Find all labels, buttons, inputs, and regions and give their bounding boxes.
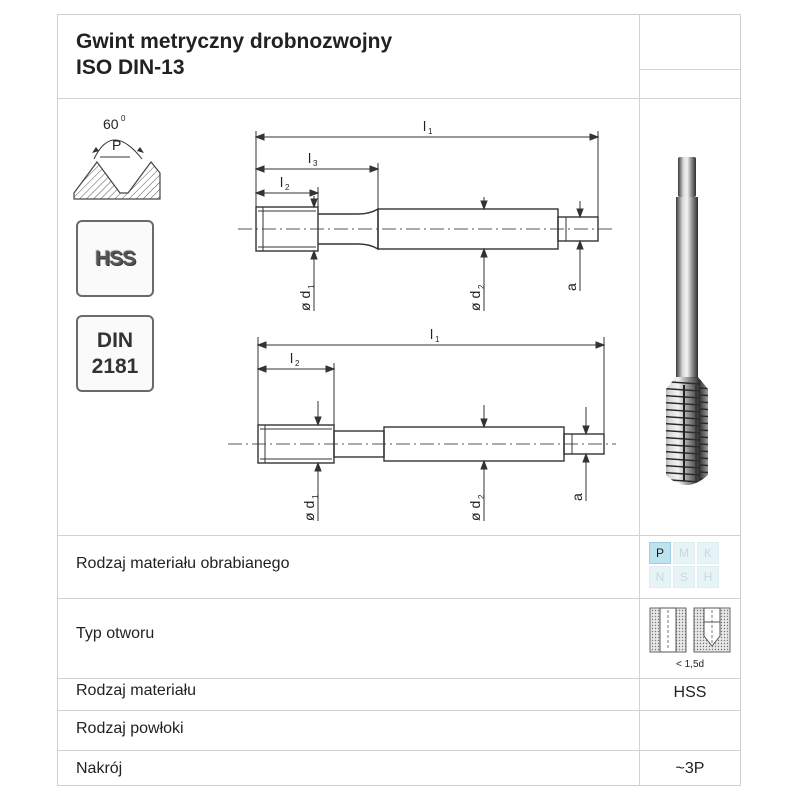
din-number: 2181 — [91, 354, 139, 378]
title-line-2: ISO DIN-13 — [76, 56, 185, 79]
thread-angle-label: 60 — [103, 116, 119, 132]
top-l3-sub: 3 — [313, 159, 318, 168]
tool-material-value: HSS — [673, 684, 707, 701]
material-group-n: N — [649, 566, 671, 588]
header-divider — [58, 98, 740, 99]
column-divider — [639, 15, 640, 785]
top-l3-label: l — [308, 150, 311, 166]
row-divider-2 — [58, 678, 740, 679]
bottom-l2-sub: 2 — [295, 359, 300, 368]
top-d2-sub: 2 — [477, 284, 486, 289]
thread-pitch-label: P — [112, 137, 121, 153]
top-l2-label: l — [280, 174, 283, 190]
hss-badge: HSS — [76, 220, 154, 297]
material-group-s: S — [673, 566, 695, 588]
hole-type-icon — [649, 607, 731, 653]
cut-value: ~3P — [675, 760, 705, 777]
bottom-d2-sub: 2 — [477, 494, 486, 499]
tap-product-image — [666, 157, 708, 485]
top-l2-sub: 2 — [285, 183, 290, 192]
top-l1-label: l — [423, 118, 426, 134]
header-right-divider — [639, 69, 740, 70]
top-d2-label: ø d — [467, 291, 483, 311]
row-divider-3 — [58, 710, 740, 711]
coating-label: Rodzaj powłoki — [76, 720, 184, 737]
technical-drawing: l 1 l 3 l 2 ø d 1 ø d 2 a l 1 l 2 ø d — [228, 118, 616, 521]
bottom-l1-sub: 1 — [435, 335, 440, 344]
bottom-d1-sub: 1 — [311, 494, 320, 499]
page-title: Gwint metryczny drobnozwojny ISO DIN-13 — [76, 29, 392, 81]
drawing-divider — [58, 535, 740, 536]
material-group-h: H — [697, 566, 719, 588]
thread-profile-icon: 60 0 P — [73, 114, 161, 200]
row-divider-1 — [58, 598, 740, 599]
material-workpiece-label: Rodzaj materiału obrabianego — [76, 555, 290, 572]
product-sheet: Gwint metryczny drobnozwojny ISO DIN-13 … — [57, 14, 741, 786]
bottom-l1-label: l — [430, 326, 433, 342]
bottom-d2-label: ø d — [467, 501, 483, 521]
hole-depth-note: < 1,5d — [676, 659, 705, 670]
din-badge: DIN 2181 — [76, 315, 154, 392]
top-d1-sub: 1 — [307, 284, 316, 289]
top-d1-label: ø d — [297, 291, 313, 311]
hole-type-label: Typ otworu — [76, 625, 155, 642]
thread-angle-unit: 0 — [121, 114, 126, 123]
material-group-k: K — [697, 542, 719, 564]
din-label: DIN — [96, 328, 134, 352]
bottom-a-label: a — [569, 493, 585, 501]
cut-label: Nakrój — [76, 760, 123, 777]
bottom-l2-label: l — [290, 350, 293, 366]
material-group-m: M — [673, 542, 695, 564]
material-group-p: P — [649, 542, 671, 564]
top-a-label: a — [563, 283, 579, 291]
material-group-grid: P M K N S H — [649, 542, 719, 588]
tool-material-label: Rodzaj materiału — [76, 682, 197, 699]
title-line-1: Gwint metryczny drobnozwojny — [76, 30, 393, 53]
top-l1-sub: 1 — [428, 127, 433, 136]
bottom-d1-label: ø d — [301, 501, 317, 521]
row-divider-4 — [58, 750, 740, 751]
